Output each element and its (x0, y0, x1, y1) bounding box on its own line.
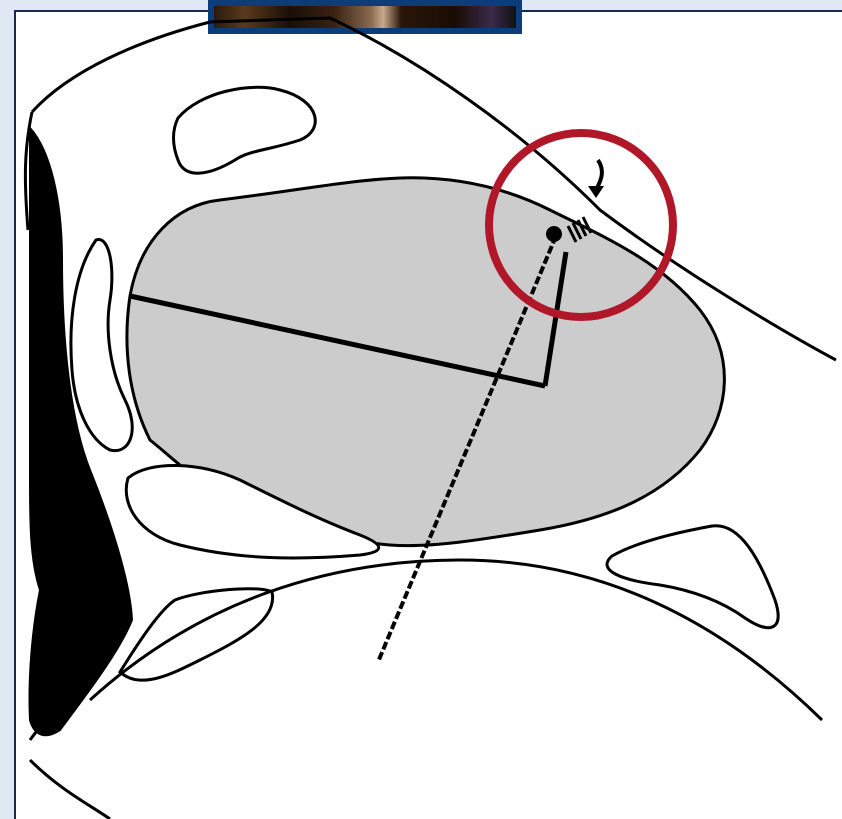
curved-arrow-icon (588, 160, 604, 198)
right-cavity (607, 526, 778, 628)
bottom-curve-line (30, 760, 110, 819)
upper-cavity (174, 87, 316, 173)
reference-point (546, 226, 562, 242)
vertical-cavity (71, 240, 132, 451)
lower-small-cavity (120, 589, 273, 680)
